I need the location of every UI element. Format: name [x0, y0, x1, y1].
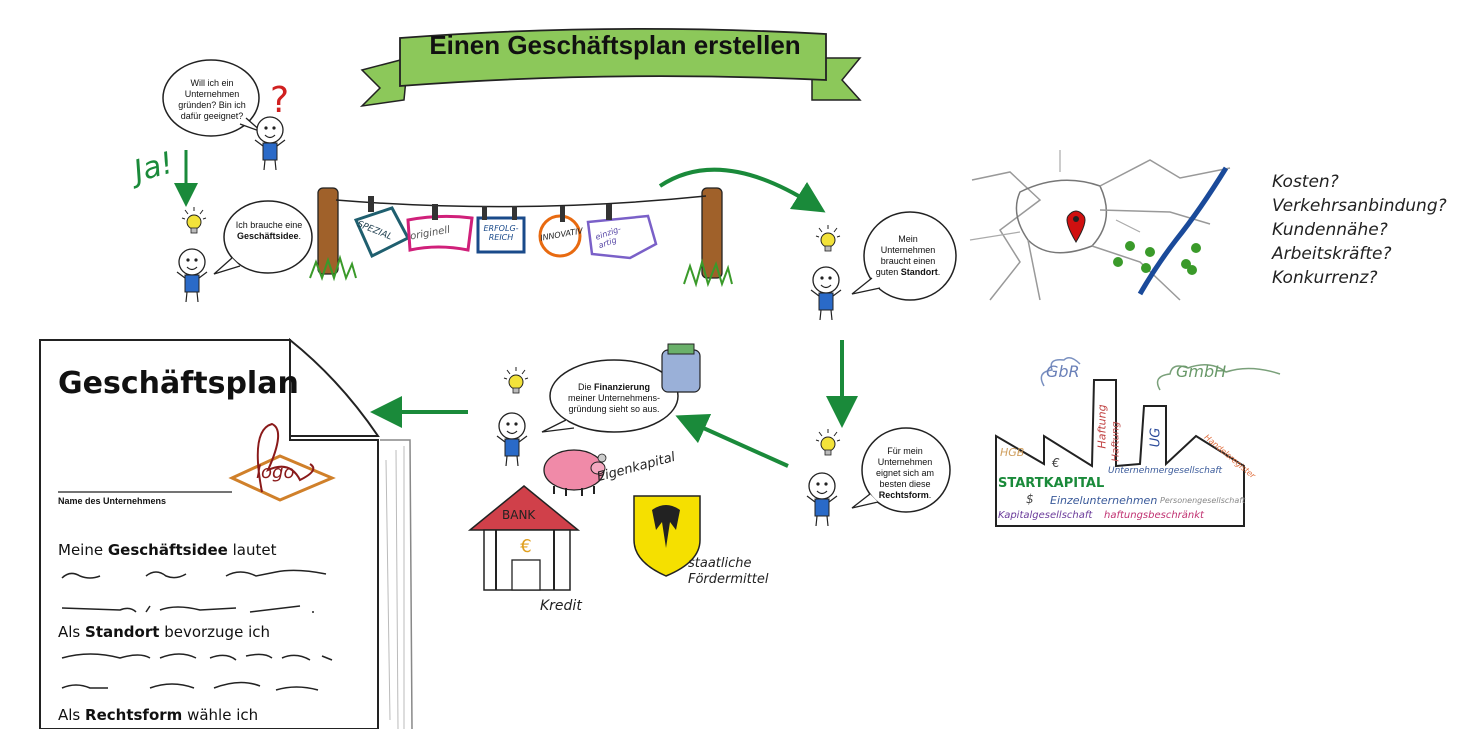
- page-title: Einen Geschäftsplan erstellen: [429, 30, 801, 60]
- river-line: [1137, 166, 1229, 296]
- factory-word-ug: Unternehmergesellschaft: [1108, 466, 1223, 476]
- factory-word-personen: Personengesellschaft: [1160, 496, 1246, 505]
- idea-bubble-text: Ich brauche eine Geschäftsidee.: [235, 220, 303, 241]
- location-bubble: [851, 211, 957, 301]
- question-konkurrenz: Konkurrenz?: [1272, 268, 1378, 288]
- lightbulb-icon: [815, 428, 841, 456]
- state-funding-label: staatliche Fördermittel: [688, 556, 769, 587]
- logo-diamond-icon: [228, 422, 336, 502]
- finance-bubble: [541, 359, 679, 433]
- arrow-to-location: [658, 167, 826, 213]
- factory-word-einzel: Einzelunternehmen: [1050, 494, 1158, 507]
- document-line-idea: Meine Geschäftsidee lautet: [58, 541, 277, 559]
- tag-einzigartig: [586, 204, 658, 260]
- tag-erfolgreich-label: ERFOLG-REICH: [483, 224, 519, 242]
- money-bag-icon: [661, 343, 701, 393]
- question-bubble: [162, 59, 263, 137]
- business-plan-document: [39, 337, 413, 729]
- idea-bubble: [213, 200, 313, 275]
- document-line-location: Als Standort bevorzuge ich: [58, 623, 270, 641]
- location-bubble-text: Mein Unternehmen braucht einen guten Sta…: [875, 234, 941, 277]
- clothesline: [309, 187, 733, 288]
- scribble-lines: [61, 569, 333, 691]
- arrow-to-finance: [675, 413, 789, 468]
- question-arbeit: Arbeitskräfte?: [1272, 244, 1392, 264]
- factory-word-euro: €: [1052, 456, 1060, 470]
- factory-word-dollar: $: [1026, 492, 1034, 506]
- lightbulb-icon: [815, 224, 841, 252]
- question-kunden: Kundennähe?: [1272, 220, 1388, 240]
- factory-icon: [995, 357, 1281, 527]
- legal-form-bubble: [851, 427, 951, 513]
- city-map: [969, 150, 1231, 301]
- factory-chimney-haftung: Haftung: [1095, 404, 1109, 449]
- factory-word-hgb: HGB: [1000, 446, 1025, 459]
- tag-originell: [406, 204, 474, 252]
- location-questions: Kosten? Verkehrsanbindung? Kundennähe? A…: [1272, 170, 1447, 290]
- person-location-icon: [810, 266, 842, 321]
- title-banner: [359, 27, 862, 108]
- question-bubble-text: Will ich ein Unternehmen gründen? Bin ic…: [178, 78, 246, 121]
- svg-text:?: ?: [270, 80, 289, 121]
- bank-icon: €: [467, 485, 581, 591]
- factory-word-startkapital: STARTKAPITAL: [998, 476, 1105, 491]
- factory-word-haftung: Haftung: [1110, 421, 1122, 462]
- map-trees-icon: [1113, 241, 1201, 275]
- logo-label: logo: [256, 462, 295, 483]
- factory-smoke-gbr: GbR: [1046, 362, 1080, 381]
- company-name-label: Name des Unternehmens: [58, 496, 167, 506]
- tag-innovativ: [538, 206, 582, 258]
- question-verkehr: Verkehrsanbindung?: [1272, 196, 1447, 216]
- lightbulb-icon: [181, 206, 207, 234]
- svg-text:€: €: [520, 536, 531, 557]
- document-line-legal-form: Als Rechtsform wähle ich: [58, 706, 259, 724]
- factory-smoke-gmbh: GmbH: [1176, 362, 1227, 381]
- question-kosten: Kosten?: [1272, 172, 1339, 192]
- tag-erfolgreich: [476, 206, 526, 254]
- person-legal-form-icon: [806, 472, 838, 527]
- document-title: Geschäftsplan: [58, 366, 299, 401]
- person-idea-icon: [176, 248, 208, 303]
- person-thinking-icon: [254, 116, 286, 171]
- factory-chimney-ug: UG: [1148, 427, 1164, 448]
- finance-bubble-text: Die Finanzierung meiner Unternehmens-grü…: [567, 382, 661, 414]
- factory-word-kapital: Kapitalgesellschaft: [998, 510, 1093, 521]
- loan-label: Kredit: [540, 598, 582, 614]
- factory-word-beschraenkt: haftungsbeschränkt: [1104, 510, 1204, 521]
- federal-eagle-shield-icon: [633, 495, 701, 577]
- person-finance-icon: [496, 412, 528, 467]
- piggy-bank-icon: [543, 449, 607, 496]
- lightbulb-icon: [503, 366, 529, 394]
- bank-sign-label: BANK: [502, 508, 536, 522]
- legal-form-bubble-text: Für mein Unternehmen eignet sich am best…: [875, 446, 935, 500]
- question-mark-icon: ?: [270, 80, 289, 121]
- map-pin-icon: [1066, 210, 1086, 243]
